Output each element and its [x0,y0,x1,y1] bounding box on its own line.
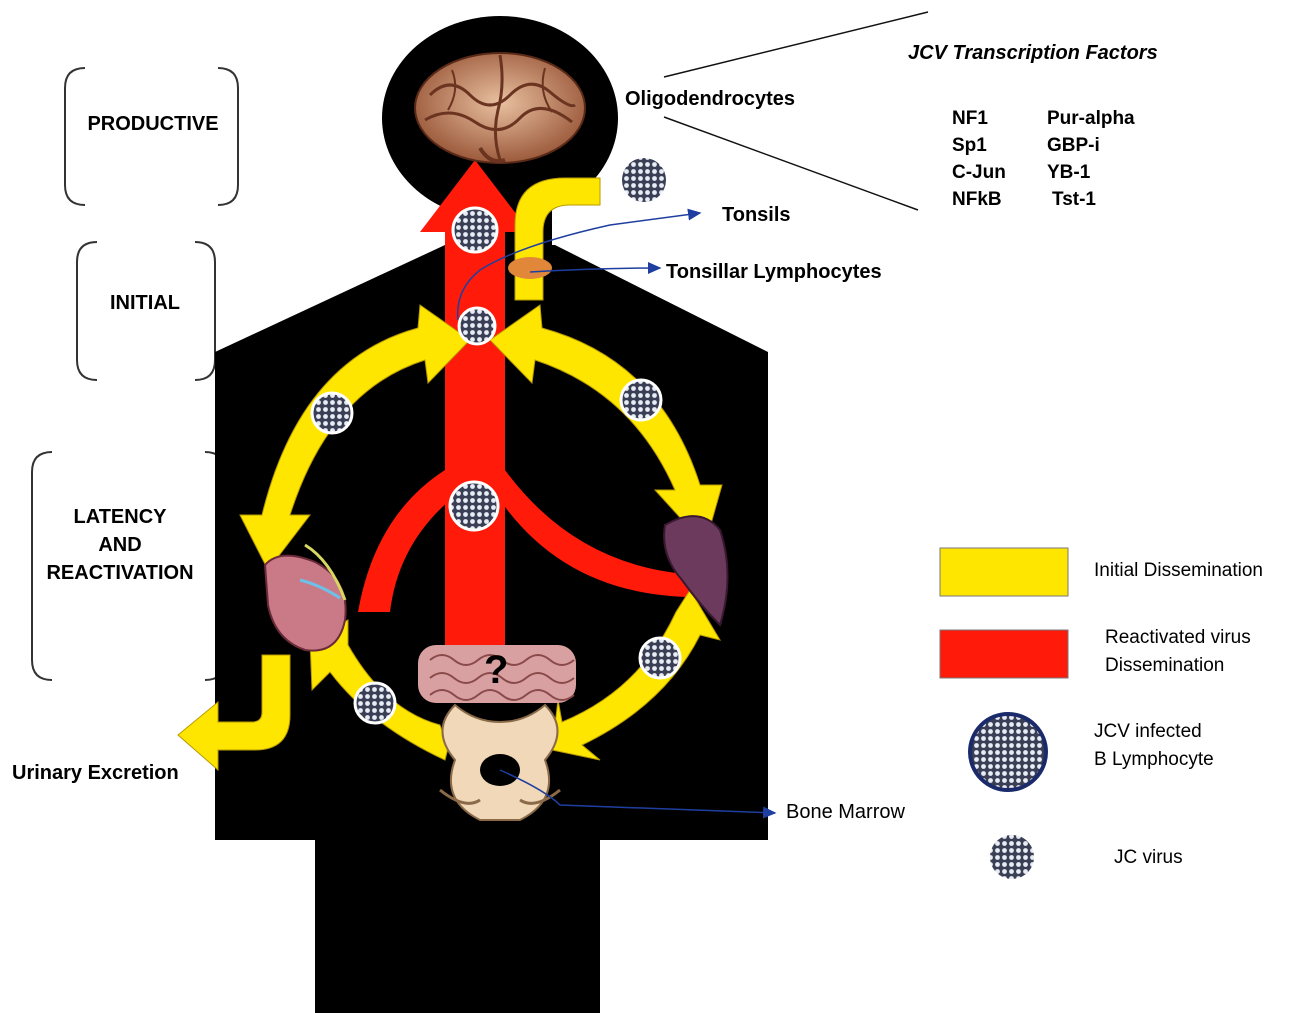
tf-left-2: Sp1 [952,135,987,157]
b-lymphocyte [312,393,352,433]
stage-latency-line3: REACTIVATION [45,559,195,587]
tf-right-4: Tst-1 [1052,189,1096,211]
tf-right-3: YB-1 [1047,162,1090,184]
legend-initial-label: Initial Dissemination [1094,557,1263,585]
b-lymphocyte [640,638,680,678]
stage-latency-line1: LATENCY [45,503,195,531]
legend-reactivated-line2: Dissemination [1105,652,1224,680]
tf-right-2: GBP-i [1047,135,1100,157]
tonsil-image [508,257,552,279]
b-lymphocyte [453,208,497,252]
legend-reactivated-line1: Reactivated virus [1105,624,1251,652]
legend-b-lymphocyte-line1: JCV infected [1094,718,1202,746]
b-lymphocyte [355,683,395,723]
urinary-excretion-label: Urinary Excretion [12,762,179,785]
oligodendrocytes-label: Oligodendrocytes [625,88,795,111]
legend-jc-virus-icon [990,835,1034,879]
legend-initial-swatch [940,548,1068,596]
tf-title: JCV Transcription Factors [908,42,1158,65]
legend-reactivated-swatch [940,630,1068,678]
tonsils-label: Tonsils [722,204,791,227]
stage-latency-line2: AND [45,531,195,559]
brain-image [415,53,585,163]
tf-right-1: Pur-alpha [1047,108,1135,130]
tf-left-3: C-Jun [952,162,1006,184]
legend-b-lymphocyte-line2: B Lymphocyte [1094,746,1214,774]
b-lymphocyte [621,380,661,420]
b-lymphocyte [450,482,498,530]
legend-b-lymphocyte-icon [970,714,1046,790]
b-lymphocyte [459,308,495,344]
stage-productive-label: PRODUCTIVE [78,110,228,138]
legend-jc-virus-label: JC virus [1114,844,1183,872]
intestine-question-mark: ? [484,648,508,693]
legend-swatches [940,548,1068,879]
tf-left-1: NF1 [952,108,988,130]
bone-marrow-label: Bone Marrow [786,801,905,824]
tf-leader-lines [664,12,928,210]
tonsillar-lymphocytes-label: Tonsillar Lymphocytes [666,261,882,284]
jc-virus [622,158,666,202]
pelvis-image [440,705,560,820]
stage-brackets [32,68,238,680]
tf-left-4: NFkB [952,189,1002,211]
stage-initial-label: INITIAL [70,289,220,317]
